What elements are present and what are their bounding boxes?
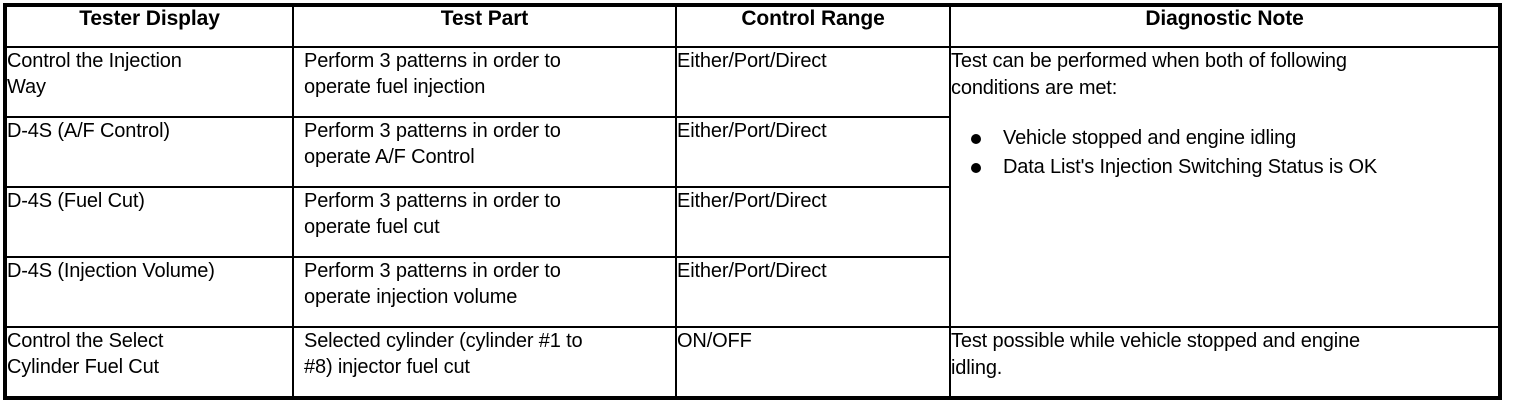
diagnostic-spec-table: Tester Display Test Part Control Range D… [3,3,1502,400]
cell-control-range: Either/Port/Direct [675,256,951,328]
bullet-icon [971,163,981,173]
tester-display-text: D-4S (A/F Control) [7,120,170,142]
column-header-tester-display: Tester Display [4,4,294,48]
list-item: Data List's Injection Switching Status i… [951,153,1498,182]
tester-display-text: Control the Select Cylinder Fuel Cut [7,330,164,378]
cell-tester-display: D-4S (A/F Control) [4,116,294,188]
cell-control-range: Either/Port/Direct [675,46,951,118]
tester-display-text: D-4S (Fuel Cut) [7,190,145,212]
tester-display-text: Control the Injection Way [7,50,182,98]
bullet-text: Vehicle stopped and engine idling [1003,127,1297,149]
bullet-text: Data List's Injection Switching Status i… [1003,156,1378,178]
cell-test-part: Perform 3 patterns in order to operate f… [292,186,677,258]
cell-tester-display: Control the Injection Way [4,46,294,118]
header-row: Tester Display Test Part Control Range D… [4,4,1501,48]
test-part-text: Perform 3 patterns in order to operate A… [304,120,561,168]
test-part-text: Selected cylinder (cylinder #1 to #8) in… [304,330,583,378]
test-part-text: Perform 3 patterns in order to operate i… [304,260,561,308]
cell-tester-display: Control the Select Cylinder Fuel Cut [4,326,294,399]
cell-tester-display: D-4S (Fuel Cut) [4,186,294,258]
cell-test-part: Selected cylinder (cylinder #1 to #8) in… [292,326,677,399]
bullet-icon [971,134,981,144]
diagnostic-note-text: Test possible while vehicle stopped and … [951,330,1360,379]
control-range-text: Either/Port/Direct [677,190,827,212]
cell-test-part: Perform 3 patterns in order to operate f… [292,46,677,118]
tester-display-text: D-4S (Injection Volume) [7,260,215,282]
table-header: Tester Display Test Part Control Range D… [4,4,1501,48]
control-range-text: Either/Port/Direct [677,50,827,72]
test-part-text: Perform 3 patterns in order to operate f… [304,190,561,238]
cell-diagnostic-note-last: Test possible while vehicle stopped and … [949,326,1501,399]
cell-diagnostic-note-merged: Test can be performed when both of follo… [949,46,1501,328]
cell-test-part: Perform 3 patterns in order to operate A… [292,116,677,188]
diagnostic-note-block: Test can be performed when both of follo… [951,48,1498,182]
cell-control-range: Either/Port/Direct [675,186,951,258]
list-item: Vehicle stopped and engine idling [951,124,1498,153]
control-range-text: Either/Port/Direct [677,120,827,142]
test-part-text: Perform 3 patterns in order to operate f… [304,50,561,98]
table-row: Control the Select Cylinder Fuel Cut Sel… [4,326,1501,399]
column-header-control-range: Control Range [675,4,951,48]
cell-tester-display: D-4S (Injection Volume) [4,256,294,328]
diagnostic-note-bullet-list: Vehicle stopped and engine idling Data L… [951,124,1498,182]
cell-control-range: ON/OFF [675,326,951,399]
column-header-diagnostic-note: Diagnostic Note [949,4,1501,48]
diagnostic-note-lead: Test can be performed when both of follo… [951,50,1347,99]
table-row: D-4S (A/F Control) Perform 3 patterns in… [4,116,1500,188]
cell-test-part: Perform 3 patterns in order to operate i… [292,256,677,328]
table-body: Control the Injection Way Perform 3 patt… [4,46,1501,399]
table-row: D-4S (Injection Volume) Perform 3 patter… [4,256,1500,328]
cell-control-range: Either/Port/Direct [675,116,951,188]
table-row: Control the Injection Way Perform 3 patt… [4,46,1501,328]
column-header-test-part: Test Part [292,4,677,48]
control-range-text: Either/Port/Direct [677,260,827,282]
control-range-text: ON/OFF [677,330,752,352]
table-row: D-4S (Fuel Cut) Perform 3 patterns in or… [4,186,1500,258]
